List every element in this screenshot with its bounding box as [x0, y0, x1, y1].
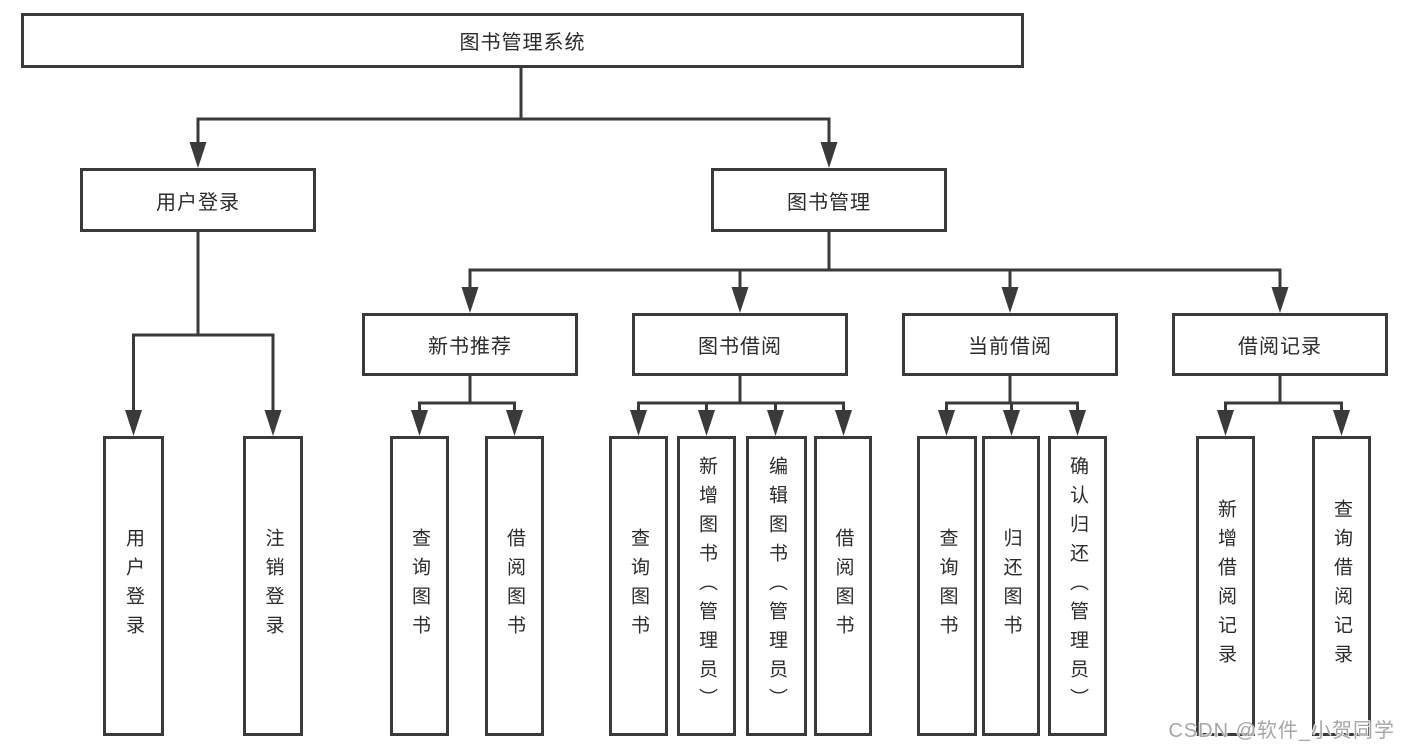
node-query-books-current: 查询图书	[917, 436, 977, 736]
node-label: 用户登录	[156, 191, 240, 214]
arrowheads	[125, 142, 1350, 436]
csdn-watermark: CSDN @软件_小贺同学	[1168, 720, 1395, 742]
node-label: 图书管理系统	[459, 32, 586, 54]
node-label: 当前借阅	[968, 336, 1052, 358]
node-label: 借阅记录	[1238, 336, 1322, 358]
node-add-books-admin: 新增图书（管理员）	[677, 436, 736, 736]
node-label: 查询图书	[628, 528, 649, 644]
node-borrowing-records: 借阅记录	[1172, 313, 1388, 376]
node-label: 新增图书（管理员）	[696, 455, 717, 717]
node-label: 查询图书	[409, 528, 430, 644]
node-label: 编辑图书（管理员）	[766, 455, 787, 717]
node-label: 归还图书	[1000, 528, 1022, 644]
node-label: 借阅图书	[832, 528, 854, 644]
node-book-management: 图书管理	[711, 168, 947, 232]
node-label: 确认归还（管理员）	[1067, 455, 1088, 717]
node-label: 查询借阅记录	[1331, 499, 1352, 673]
node-library-management-system: 图书管理系统	[21, 13, 1024, 68]
node-label: 用户登录	[123, 528, 144, 644]
tree-edges	[132, 68, 1343, 414]
node-label: 新书推荐	[428, 336, 512, 358]
node-book-borrowing: 图书借阅	[632, 313, 848, 376]
node-new-book-recommendation: 新书推荐	[362, 313, 578, 376]
node-query-borrow-record: 查询借阅记录	[1312, 436, 1371, 736]
node-label: 新增借阅记录	[1215, 499, 1236, 673]
node-current-borrowing: 当前借阅	[902, 313, 1118, 376]
node-label: 图书管理	[787, 191, 871, 214]
node-borrow-books-newrec: 借阅图书	[485, 436, 544, 736]
node-edit-books-admin: 编辑图书（管理员）	[746, 436, 807, 736]
node-user-login: 用户登录	[80, 168, 316, 232]
node-user-login-leaf: 用户登录	[103, 436, 164, 736]
node-query-books-newrec: 查询图书	[390, 436, 449, 736]
node-add-borrow-record: 新增借阅记录	[1196, 436, 1255, 736]
node-query-books-borrowing: 查询图书	[609, 436, 668, 736]
node-label: 图书借阅	[698, 336, 782, 358]
node-return-books: 归还图书	[982, 436, 1040, 736]
node-logout-leaf: 注销登录	[243, 436, 303, 736]
node-label: 注销登录	[262, 528, 284, 644]
node-label: 借阅图书	[504, 528, 525, 644]
node-label: 查询图书	[936, 528, 958, 644]
node-confirm-return-admin: 确认归还（管理员）	[1048, 436, 1107, 736]
node-borrow-books-borrowing: 借阅图书	[814, 436, 872, 736]
